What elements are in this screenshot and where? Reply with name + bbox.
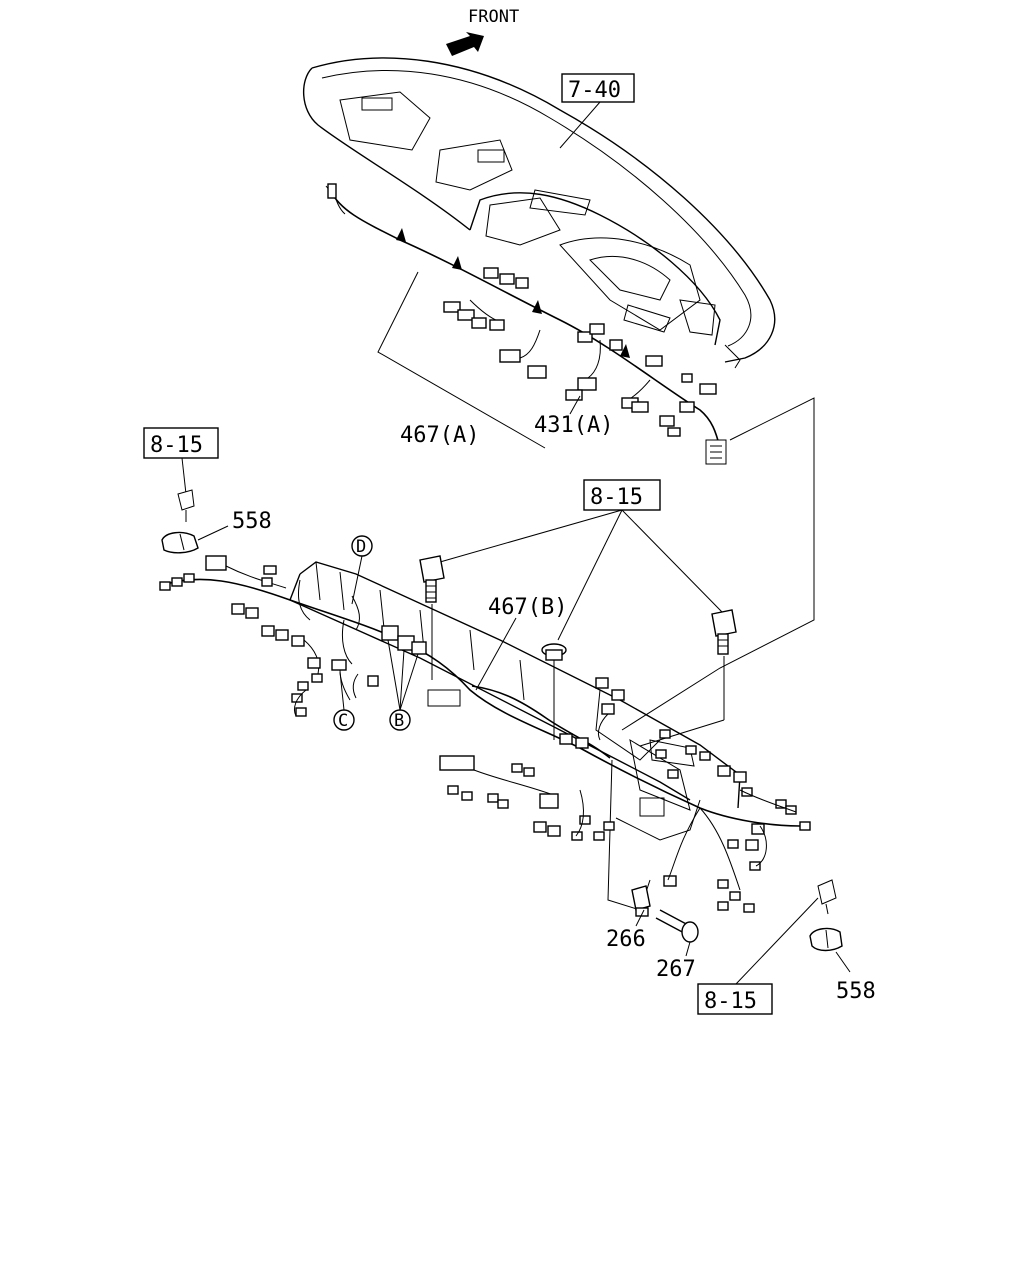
bolt-right-icon [711, 609, 737, 655]
cross-beam [289, 561, 741, 911]
front-arrow-icon [446, 32, 484, 56]
harness-link-line [621, 397, 815, 731]
harness-b-leader [475, 617, 517, 691]
ref-center-label: 8-15 [590, 485, 643, 510]
dash-ref-label: 7-40 [568, 78, 621, 103]
bolt-267-icon [655, 909, 699, 943]
ref-bottom-label: 8-15 [704, 989, 757, 1014]
clip-left-leader [197, 525, 229, 541]
dash-leader [559, 101, 601, 149]
svg-text:D: D [356, 537, 366, 557]
bracket-leader [635, 909, 645, 927]
ref-left-label: 8-15 [150, 433, 203, 458]
clip-left-label: 558 [232, 509, 272, 534]
ref-center-leader-mid [557, 509, 623, 641]
ref-left-box [143, 427, 219, 459]
dash-ref-box [561, 73, 635, 103]
connector-point-d: D [351, 535, 373, 605]
bolt-right-link [639, 719, 725, 747]
ref-bottom-leader [735, 897, 819, 985]
nut-center-icon [541, 643, 567, 661]
bolt-leader [685, 941, 691, 957]
connector-point-b: B [387, 639, 419, 731]
ref-center-leader-right [621, 509, 723, 613]
dashboard-panel [302, 57, 776, 369]
harness-a-sub-label: 431(A) [534, 413, 613, 438]
bracket-label: 266 [606, 927, 646, 952]
harness-upper [325, 183, 727, 465]
harness-b-label: 467(B) [488, 595, 567, 620]
svg-text:B: B [394, 711, 404, 731]
harness-a-leader [377, 271, 546, 449]
clip-left-icon [177, 489, 195, 522]
front-label: FRONT [468, 7, 519, 27]
ref-center-box [583, 479, 661, 511]
bolt-label: 267 [656, 957, 696, 982]
harness-a-sub-leader [569, 395, 581, 415]
clip-right-leader [835, 951, 851, 973]
ref-bottom-box [697, 983, 773, 1015]
connector-point-c: C [333, 671, 355, 731]
bolt-left-icon [419, 555, 445, 603]
bracket-266-icon [631, 885, 651, 917]
harness-a-label: 467(A) [400, 423, 479, 448]
clip-558-left [161, 531, 199, 554]
ref-left-leader [181, 457, 187, 495]
clip-558-right [809, 927, 843, 952]
svg-text:C: C [338, 711, 348, 731]
clip-right-icon [817, 879, 837, 915]
ref-center-leader-left [439, 509, 623, 563]
clip-right-label: 558 [836, 979, 876, 1004]
harness-lower [159, 555, 811, 913]
